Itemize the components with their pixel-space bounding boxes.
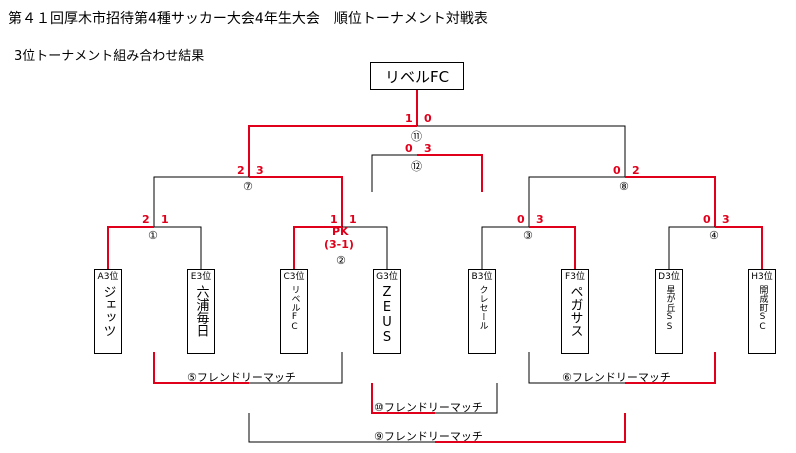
match3-score-right: 3	[536, 213, 544, 226]
match2-score-left: 1	[330, 213, 338, 226]
friendly10-label: ⑩フレンドリーマッチ	[374, 401, 483, 414]
team-name: リベルFC	[289, 285, 300, 332]
match8-left-branch	[528, 176, 625, 227]
team-rank: B3位	[471, 272, 493, 282]
team-box-a3: A3位 ジェッツ	[94, 269, 122, 354]
match12-left-branch	[371, 154, 417, 192]
team-rank: F3位	[565, 272, 585, 282]
team-name: ZEUS	[379, 285, 395, 345]
team-box-d3: D3位 星が丘SS	[655, 269, 683, 354]
friendly6-bracket	[528, 352, 625, 384]
match4-left-branch	[668, 226, 715, 269]
match2-left-branch	[293, 226, 342, 269]
match4-right-branch	[715, 226, 763, 269]
match12-score-left: 0	[405, 142, 413, 155]
match11-score-left: 1	[405, 112, 413, 125]
team-name: 星が丘SS	[664, 285, 675, 332]
team-name: 開成町SC	[757, 285, 768, 332]
match12-label: ⑫	[411, 160, 422, 173]
match8-right-branch	[625, 176, 716, 227]
friendly9-bracket	[248, 413, 435, 443]
team-box-e3: E3位 六浦毎日	[187, 269, 215, 354]
match7-score-right: 3	[256, 164, 264, 177]
match1-left-branch	[107, 226, 154, 269]
match11-label: ⑪	[411, 130, 422, 143]
match11-score-right: 0	[424, 112, 432, 125]
team-rank: D3位	[658, 272, 680, 282]
friendly5-bracket	[153, 352, 249, 384]
match2-pk-label: PK	[332, 225, 349, 238]
match7-label: ⑦	[243, 180, 253, 193]
page-title: 第４１回厚木市招待第4種サッカー大会4年生大会 順位トーナメント対戦表	[8, 11, 488, 27]
champion-box: リベルFC	[370, 62, 464, 90]
team-box-g3: G3位 ZEUS	[373, 269, 401, 354]
team-name: ペガサス	[567, 285, 583, 337]
friendly10-bracket	[371, 383, 435, 414]
friendly10-bracket-right	[435, 383, 498, 414]
match3-left-branch	[481, 226, 529, 269]
match2-label: ②	[336, 254, 346, 267]
match1-label: ①	[148, 229, 158, 242]
match12-right-branch	[417, 154, 483, 192]
match2-pk-score: (3-1)	[324, 238, 354, 251]
match3-label: ③	[523, 229, 533, 242]
match4-score-right: 3	[722, 213, 730, 226]
friendly9-bracket-right	[435, 413, 626, 443]
match4-score-left: 0	[703, 213, 711, 226]
match1-score-left: 2	[142, 213, 150, 226]
team-name: 六浦毎日	[193, 285, 209, 337]
match2-score-right: 1	[349, 213, 357, 226]
match7-right-branch	[249, 176, 343, 227]
final-left-branch	[248, 125, 417, 177]
match7-score-left: 2	[237, 164, 245, 177]
match8-score-left: 0	[613, 164, 621, 177]
friendly6-bracket-right	[625, 352, 716, 384]
team-rank: E3位	[190, 272, 212, 282]
match12-score-right: 3	[424, 142, 432, 155]
match8-label: ⑧	[619, 180, 629, 193]
match3-score-left: 0	[517, 213, 525, 226]
match8-score-right: 2	[632, 164, 640, 177]
final-right-branch	[417, 125, 626, 177]
team-box-f3: F3位 ペガサス	[561, 269, 589, 354]
friendly5-bracket-right	[249, 352, 343, 384]
team-rank: A3位	[97, 272, 119, 282]
team-box-h3: H3位 開成町SC	[748, 269, 776, 354]
match4-label: ④	[709, 229, 719, 242]
page-subtitle: 3位トーナメント組み合わせ結果	[14, 49, 205, 64]
team-rank: G3位	[376, 272, 398, 282]
team-rank: C3位	[283, 272, 305, 282]
match2-right-branch	[342, 226, 388, 269]
team-box-c3: C3位 リベルFC	[280, 269, 308, 354]
match7-left-branch	[153, 176, 249, 227]
match3-right-branch	[529, 226, 576, 269]
match1-score-right: 1	[161, 213, 169, 226]
match1-right-branch	[154, 226, 202, 269]
friendly9-label: ⑨フレンドリーマッチ	[374, 430, 483, 443]
friendly6-label: ⑥フレンドリーマッチ	[562, 371, 671, 384]
team-rank: H3位	[751, 272, 773, 282]
team-name: ジェッツ	[100, 285, 116, 337]
team-name: クレセール	[477, 285, 488, 330]
friendly5-label: ⑤フレンドリーマッチ	[187, 371, 296, 384]
team-box-b3: B3位 クレセール	[468, 269, 496, 354]
